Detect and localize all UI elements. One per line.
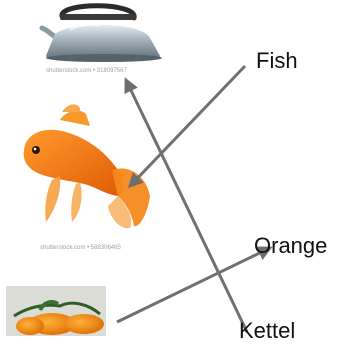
label-kettel: Kettel (239, 318, 295, 344)
kettle-image: shutterstock.com • 318097567 (42, 6, 162, 74)
label-fish: Fish (256, 48, 298, 74)
goldfish-image: shutterstock.com • 588306465 (24, 104, 150, 251)
arrow-orange-to-oranges (117, 248, 270, 322)
goldfish-watermark: shutterstock.com • 588306465 (40, 245, 121, 251)
kettle-watermark: shutterstock.com • 318097567 (46, 68, 127, 74)
label-orange: Orange (254, 233, 327, 259)
oranges-image (6, 286, 106, 336)
